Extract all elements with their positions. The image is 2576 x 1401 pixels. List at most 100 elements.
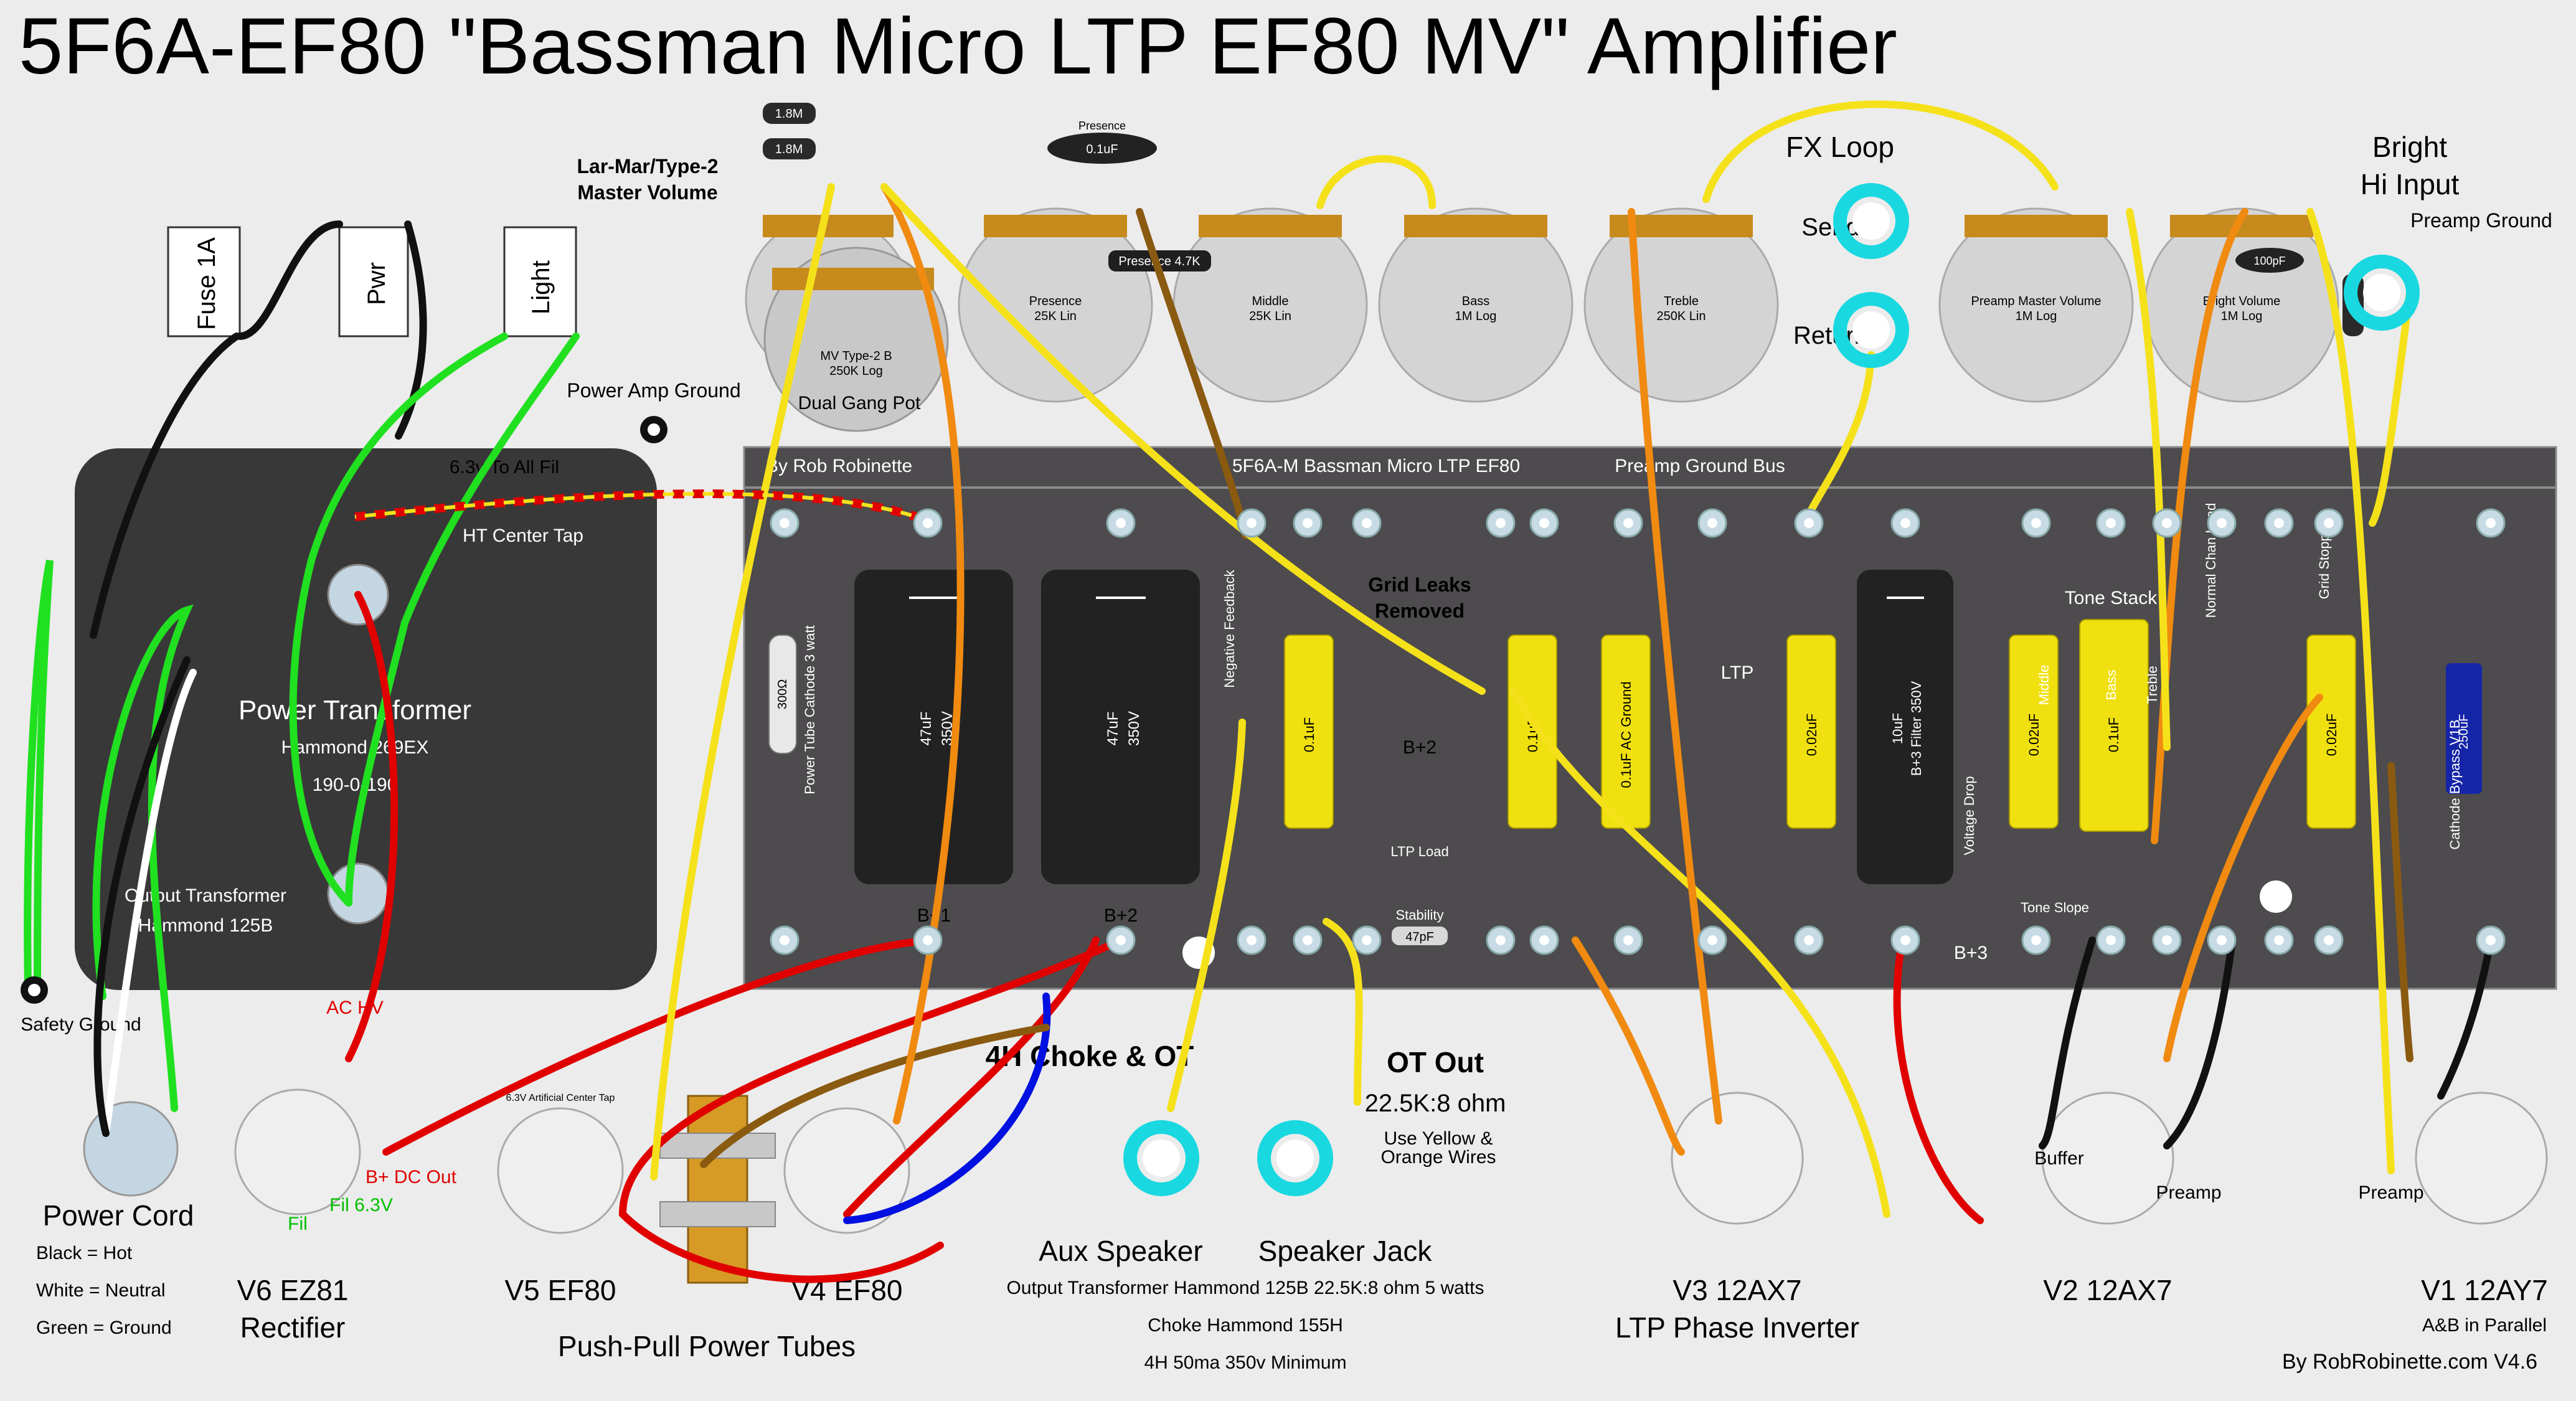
power-amp-ground-label: Power Amp Ground (567, 379, 740, 402)
coupling-cap-1: 0.1uF (1284, 634, 1334, 829)
turret-lug-9-0 (1697, 508, 1727, 538)
coupling-cap-3-value: 0.02uF (1804, 714, 1819, 757)
turret-lug-2-1 (1106, 925, 1136, 955)
wire-17 (880, 183, 965, 1125)
turret-lug-10-1 (1794, 925, 1824, 955)
ltp-ac-ground-cap: 0.1uF AC Ground (1601, 634, 1651, 829)
turret-lug-6-0 (1486, 508, 1516, 538)
turret-lug-13-0 (2096, 508, 2126, 538)
jack-socket-1[interactable] (1833, 292, 1909, 368)
pt-model: Hammond 269EX (281, 737, 429, 758)
bright-volume-pot-line2: 1M Log (2221, 309, 2263, 323)
coupling-cap-4-value: 0.02uF (2324, 714, 2339, 757)
wire-9 (345, 591, 399, 1062)
filter-cap-b3 (1857, 570, 1953, 884)
filter-cap-2-value-line1: 47uF (1105, 712, 1121, 746)
ot-out-label: OT Out (1387, 1046, 1484, 1078)
v2-preamp-label: Preamp (2156, 1182, 2221, 1203)
turret-lug-14-1 (2152, 925, 2182, 955)
turret-lug-8-0 (1613, 508, 1643, 538)
filter-cap-1 (854, 570, 1013, 884)
turret-lug-1-1 (913, 925, 943, 955)
cathode-bypass-label: Cathode Bypass V1B (2447, 719, 2463, 849)
cathode-3w-value: 300Ω (776, 679, 790, 709)
jack-socket-4[interactable] (1257, 1120, 1333, 1196)
power-cord-hot: Black = Hot (36, 1243, 133, 1263)
wire-6 (395, 220, 427, 440)
dual-gang-label: Dual Gang Pot (798, 393, 921, 413)
wire-7 (289, 333, 508, 907)
wire-14 (700, 1024, 1050, 1168)
power-cord-neutral: White = Neutral (36, 1280, 166, 1301)
turret-lug-16-1 (2264, 925, 2294, 955)
cathode-3w-resistor (768, 634, 797, 754)
ht-center-label: HT Center Tap (463, 526, 583, 546)
ltp-label: LTP (1721, 663, 1754, 683)
light-label: Light (527, 260, 555, 314)
jack-socket-0[interactable] (1833, 183, 1909, 259)
turret-lug-18-1 (2476, 925, 2506, 955)
tone-stack-label: Tone Stack (2065, 588, 2158, 608)
fuse-label: Fuse 1A (193, 237, 220, 330)
wire-21 (1702, 100, 2059, 203)
jack-socket-2[interactable] (2344, 255, 2420, 331)
wire-13 (843, 993, 1051, 1224)
fuse-holder: Fuse 1A (167, 226, 241, 337)
ac-hv-label: AC HV (326, 998, 384, 1018)
turret-lug-0-0 (770, 508, 800, 538)
treble-label: Treble (2144, 666, 2160, 704)
mv-resistor-2-value: 1.8M (775, 143, 803, 156)
power-cord-grommet (83, 1101, 179, 1197)
presence-pot-line2: 25K Lin (1034, 309, 1077, 323)
mount-hole-2 (2260, 880, 2292, 913)
v5-label: V5 EF80 (505, 1274, 616, 1306)
pt-voltage: 190-0-190 (313, 775, 398, 795)
preamp-master-pot-line1: Preamp Master Volume (1971, 295, 2102, 308)
presence-cap (1047, 133, 1157, 164)
v6-label: V6 EZ81 (237, 1274, 349, 1306)
wire-19 (1167, 719, 1246, 1112)
turret-lug-7-1 (1529, 925, 1559, 955)
wire-36 (2387, 762, 2413, 1062)
wire-2 (102, 669, 197, 1137)
v2-buffer-label: Buffer (2034, 1148, 2084, 1169)
preamp-master-pot-line2: 1M Log (2016, 309, 2057, 323)
v6-fil-label: Fil (288, 1214, 308, 1234)
presence-pot-line1: Presence (1029, 295, 1082, 308)
coupling-cap-3: 0.02uF (1786, 634, 1836, 829)
stability-label: Stability (1395, 907, 1443, 923)
turret-lug-2-0 (1106, 508, 1136, 538)
v6-sub: Rectifier (240, 1311, 346, 1344)
jack-socket-3[interactable] (1123, 1120, 1199, 1196)
filter-cap-1-value-line1: 47uF (918, 712, 935, 746)
bass-label: Bass (2103, 670, 2119, 700)
aux-speaker-label: Aux Speaker (1039, 1235, 1202, 1267)
v1-sub: A&B in Parallel (2422, 1315, 2547, 1336)
turret-lug-8-1 (1613, 925, 1643, 955)
bright-cap-value: 100pF (2253, 255, 2285, 267)
choke-ot-line: Output Transformer Hammond 125B 22.5K:8 … (1006, 1278, 1484, 1298)
ot-wires-line1: Use Yellow & (1384, 1128, 1493, 1149)
turret-lug-10-0 (1794, 508, 1824, 538)
board-credit: By Rob Robinette (766, 456, 912, 476)
treble-pot-line2: 250K Lin (1657, 309, 1706, 323)
wire-11 (618, 936, 1125, 1283)
push-pull-label: Push-Pull Power Tubes (558, 1330, 856, 1362)
turret-lug-12-1 (2021, 925, 2051, 955)
ground-lug-1 (21, 976, 48, 1004)
wire-33 (2437, 936, 2494, 1100)
turret-lug-17-0 (2314, 508, 2344, 538)
wire-27 (2126, 208, 2171, 751)
tube-sockets (234, 1088, 2548, 1234)
turret-lug-9-1 (1697, 925, 1727, 955)
ltp-load-label: LTP Load (1390, 844, 1448, 859)
diagram-title: 5F6A-EF80 "Bassman Micro LTP EF80 MV" Am… (19, 2, 1897, 91)
turret-lug-0-1 (770, 925, 800, 955)
v3-sub: LTP Phase Inverter (1615, 1311, 1859, 1344)
